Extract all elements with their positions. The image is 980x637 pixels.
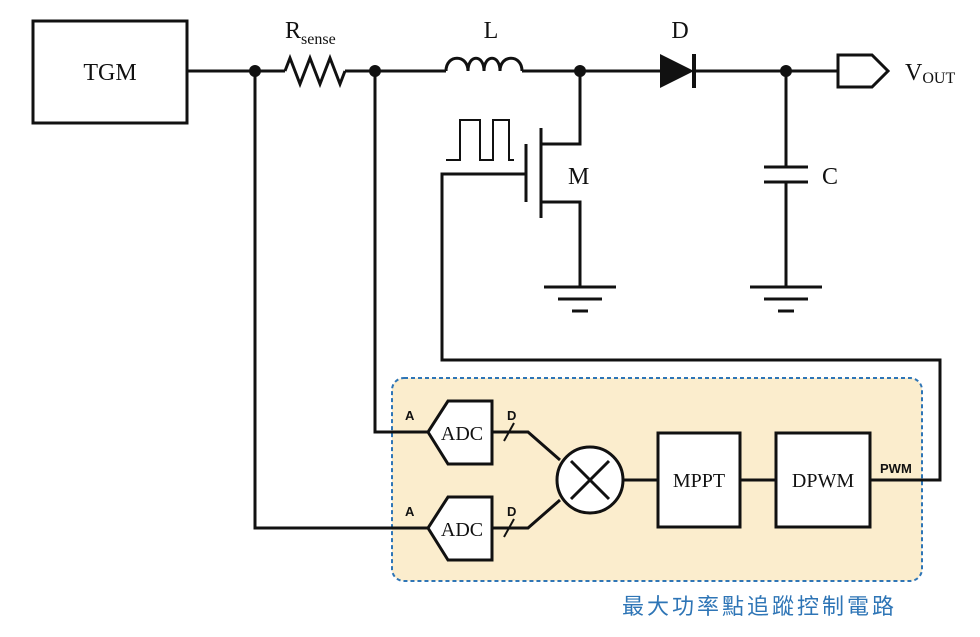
rsense-resistor-symbol [283,53,347,89]
capacitor-symbol [764,165,808,184]
output-port-symbol [836,53,891,89]
multiplier-icon [555,445,625,515]
adc-top-analog-pin-label: A [405,408,415,423]
tgm-label: TGM [83,60,136,86]
dpwm-label: DPWM [792,470,854,492]
adc-bottom-label: ADC [441,519,483,541]
pwm-pin-label: PWM [880,461,912,476]
vout-label: VOUT [905,60,955,87]
junction-dot [369,65,381,77]
junction-dots [249,65,792,77]
rsense-label: Rsense [285,18,336,48]
mosfet-label: M [568,164,589,190]
wires [187,69,942,530]
bus-slash-icon [503,422,515,442]
adc-top-label: ADC [441,423,483,445]
mosfet-symbol [524,128,543,218]
adc-bottom-block [426,495,494,562]
junction-dot [780,65,792,77]
dpwm-block [774,431,872,529]
capacitor-label: C [822,164,838,190]
junction-dot [249,65,261,77]
adc-bottom-analog-pin-label: A [405,504,415,519]
junction-dot [574,65,586,77]
adc-bottom-digital-pin-label: D [507,504,516,519]
mppt-block [656,431,742,529]
inductor-label: L [484,18,499,44]
square-wave-icon [446,119,514,161]
mppt-label: MPPT [673,470,725,492]
tgm-block [31,19,189,125]
adc-top-digital-pin-label: D [507,408,516,423]
inductor-symbol [444,56,524,72]
diode-symbol [660,54,694,88]
ground-icon [544,285,616,313]
ground-icon [750,285,822,313]
bus-slash-icon [503,518,515,538]
diode-label: D [671,18,688,44]
adc-top-block [426,399,494,466]
controller-caption: 最大功率點追蹤控制電路 [622,594,897,619]
